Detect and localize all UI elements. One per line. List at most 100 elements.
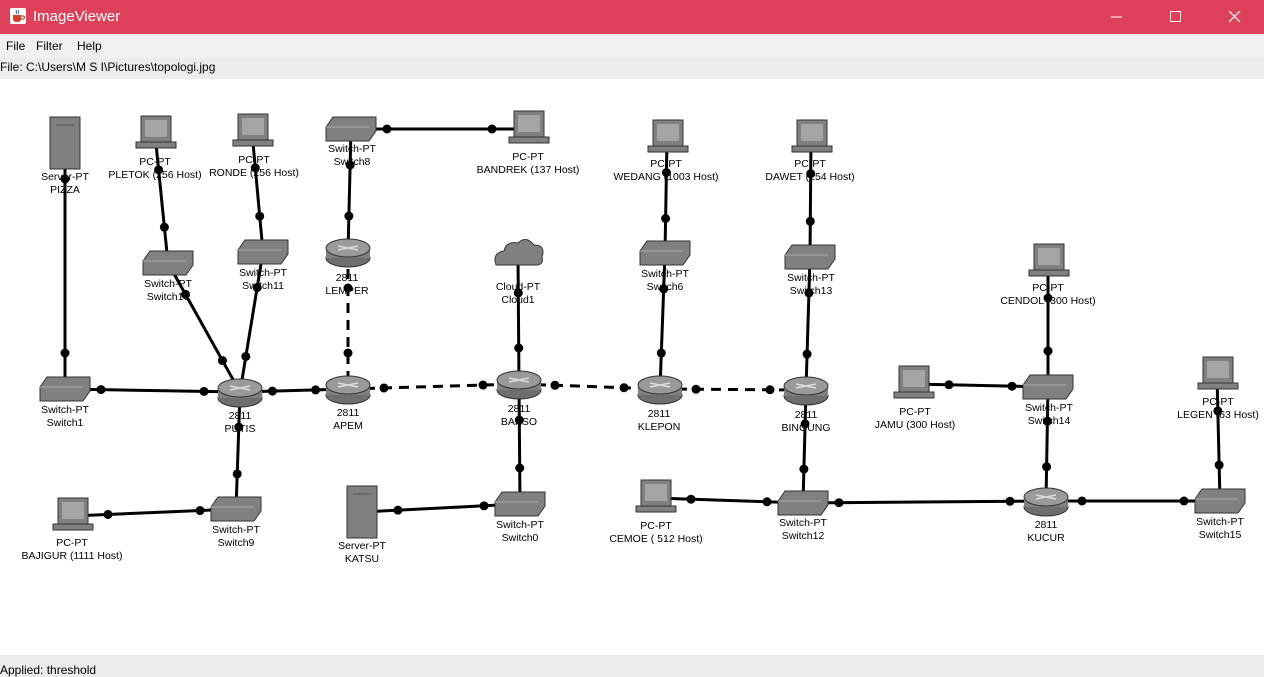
link-port-dot <box>944 380 954 390</box>
link-port-dot <box>799 464 809 474</box>
device-name-label: CEMOE ( 512 Host) <box>609 533 702 545</box>
link-port-dot <box>1042 462 1052 472</box>
device-type-label: Switch-PT <box>239 267 287 279</box>
link-port-dot <box>550 380 560 390</box>
menu-file[interactable]: File <box>6 39 26 53</box>
switch-icon <box>777 490 829 516</box>
minimize-button[interactable] <box>1088 0 1146 34</box>
menu-filter[interactable]: Filter <box>36 39 63 53</box>
device-name-label: Switch12 <box>782 530 825 542</box>
link-cendol-switch14 <box>1043 262 1053 387</box>
maximize-button[interactable] <box>1147 0 1205 34</box>
device-name-label: Switch14 <box>1028 415 1071 427</box>
status-bar: Applied: threshold <box>0 655 1264 677</box>
link-switch14-kucur <box>1042 386 1052 502</box>
device-name-label: KLEPON <box>638 421 681 433</box>
device-name-label: WEDANG (1003 Host) <box>613 171 718 183</box>
switch-icon <box>494 491 546 517</box>
device-name-label: PUTIS <box>225 423 256 435</box>
device-type-label: Switch-PT <box>41 404 89 416</box>
device-type-label: PC-PT <box>238 154 270 166</box>
link-port-dot <box>382 124 392 134</box>
device-name-label: JAMU (300 Host) <box>875 419 956 431</box>
link-bingung-switch12 <box>799 389 810 504</box>
link-port-dot <box>686 494 696 504</box>
link-port-dot <box>344 211 354 221</box>
link-port-dot <box>345 160 355 170</box>
link-port-dot <box>1077 496 1087 506</box>
link-port-dot <box>241 351 251 361</box>
device-name-label: PIZZA <box>50 184 80 196</box>
link-port-dot <box>1179 496 1189 506</box>
device-name-label: KATSU <box>345 553 379 565</box>
device-type-label: 2811 <box>336 272 359 284</box>
device-type-label: Switch-PT <box>328 143 376 155</box>
switch-icon <box>142 250 194 276</box>
device-name-label: Switch13 <box>790 285 833 297</box>
link-kucur-switch15 <box>1046 496 1220 506</box>
device-type-label: 2811 <box>337 407 360 419</box>
link-port-dot <box>217 356 227 366</box>
device-type-label: PC-PT <box>650 158 682 170</box>
link-switch1-putis <box>64 385 241 396</box>
link-port-dot <box>515 463 525 473</box>
device-type-label: PC-PT <box>512 151 544 163</box>
switch-icon <box>210 496 262 522</box>
menu-help[interactable]: Help <box>77 39 102 53</box>
link-switch8-lemper <box>344 128 355 253</box>
device-type-label: Switch-PT <box>1025 402 1073 414</box>
link-port-dot <box>804 288 814 298</box>
switch-icon <box>237 239 289 265</box>
device-name-label: LEGEN (63 Host) <box>1177 409 1259 421</box>
device-type-label: Switch-PT <box>787 272 835 284</box>
link-port-dot <box>343 283 353 293</box>
device-type-label: PC-PT <box>139 156 171 168</box>
device-name-label: BAJIGUR (1111 Host) <box>22 550 123 562</box>
device-name-label: Switch0 <box>502 532 539 544</box>
device-type-label: PC-PT <box>1032 282 1064 294</box>
link-cloud1-bakso <box>513 256 524 385</box>
device-type-label: Switch-PT <box>212 524 260 536</box>
device-type-label: Switch-PT <box>144 278 192 290</box>
device-name-label: BAKSO <box>501 416 537 428</box>
link-port-dot <box>199 386 209 396</box>
link-port-dot <box>1043 293 1053 303</box>
maximize-icon <box>1170 11 1181 22</box>
status-label: Applied: threshold <box>0 663 97 677</box>
close-button[interactable] <box>1206 0 1264 34</box>
link-putis-switch9 <box>232 391 244 510</box>
link-switch12-kucur <box>802 496 1047 508</box>
